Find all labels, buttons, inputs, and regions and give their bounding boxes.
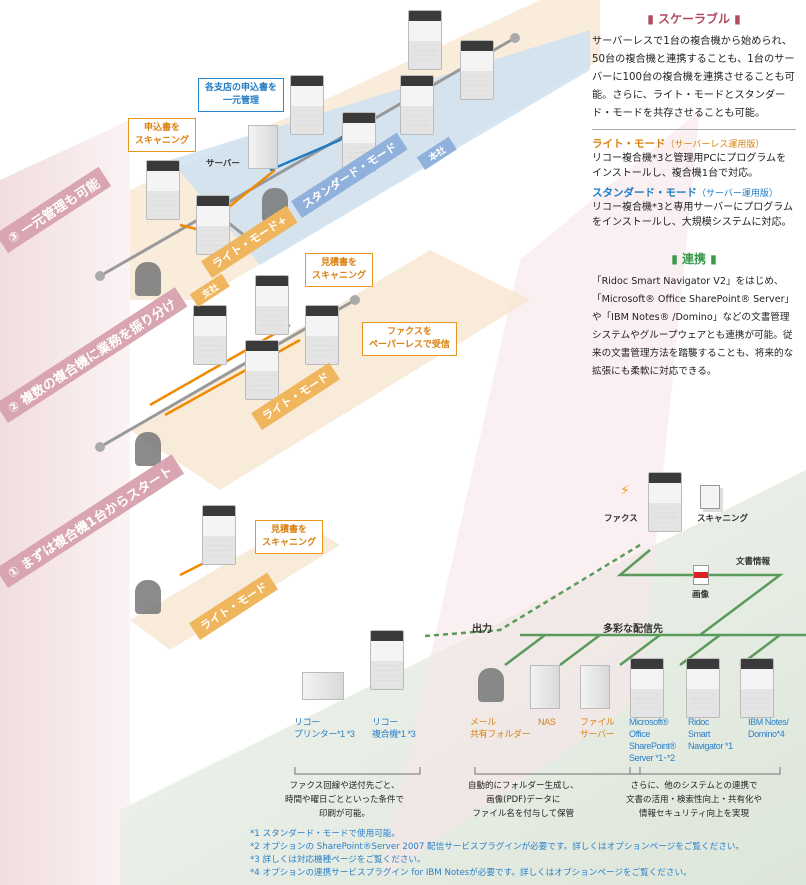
lite-mode-title-text: ライト・モード	[592, 138, 666, 150]
destination-description: ファクス回線や送付先ごと、 時間や曜日ごとといった条件で 印刷が可能。	[285, 781, 405, 819]
callout-scan-estimate-2: 見積書を スキャニング	[305, 253, 374, 287]
renkei-body: 「Ridoc Smart Navigator V2」をはじめ、「Microsof…	[592, 276, 795, 377]
lite-mode-body: リコー複合機*3と管理用PCにプログラムをインストールし、複合機1台で対応。	[592, 153, 787, 179]
callout-scan-application: 申込書を スキャニング	[128, 118, 197, 152]
renkei-section: ▮ 連携 ▮ 「Ridoc Smart Navigator V2」をはじめ、「M…	[592, 250, 796, 381]
lightning-icon: ⚡	[620, 483, 630, 499]
mfp-device-icon	[400, 75, 434, 135]
mfp-device-icon	[686, 658, 720, 718]
footnotes: *1 スタンダード・モードで使用可能。 *2 オプションの SharePoint…	[250, 828, 744, 880]
destination-label: メール 共有フォルダー	[470, 717, 531, 739]
callout-fax-paperless: ファクスを ペーパーレスで受信	[362, 322, 457, 356]
scalable-heading-text: スケーラブル	[657, 12, 730, 26]
divider	[592, 129, 796, 130]
mfp-device-icon	[370, 630, 404, 690]
renkei-heading-text: 連携	[681, 252, 706, 266]
server-icon	[248, 125, 278, 169]
user-at-pc-icon	[135, 432, 161, 466]
destination-label: ファイル サーバー	[580, 717, 615, 739]
mfp-device-icon	[630, 658, 664, 718]
server-label: サーバー	[206, 159, 240, 169]
mfp-device-icon	[255, 275, 289, 335]
destination-label: リコー 複合機*1 *3	[372, 717, 416, 739]
scalable-heading: ▮ スケーラブル ▮	[647, 12, 741, 26]
lite-mode-title: ライト・モード（サーバーレス運用版）	[592, 136, 796, 151]
mfp-device-icon	[146, 160, 180, 220]
mfp-device-icon	[305, 305, 339, 365]
destination-description: さらに、他のシステムとの連携で 文書の活用・検索性向上・共有化や 情報セキュリテ…	[626, 781, 763, 819]
mfp-device-icon	[648, 472, 682, 532]
mfp-device-icon	[202, 505, 236, 565]
image-label: 画像	[692, 590, 710, 600]
scalable-body: サーバーレスで1台の複合機から始められ、50台の複合機と連携することも、1台のサ…	[592, 36, 795, 119]
callout-scan-estimate-1: 見積書を スキャニング	[255, 520, 324, 554]
destinations-label: 多彩な配信先	[603, 624, 663, 635]
user-at-pc-icon	[135, 580, 161, 614]
mfp-device-icon	[460, 40, 494, 100]
mfp-device-icon	[290, 75, 324, 135]
renkei-heading: ▮ 連携 ▮	[671, 252, 717, 266]
footnote-2: *2 オプションの SharePoint®Server 2007 配信サービスプ…	[250, 842, 744, 852]
standard-mode-body: リコー複合機*3と専用サーバーにプログラムをインストールし、大規模システムに対応…	[592, 202, 793, 228]
destination-label: NAS	[538, 717, 556, 727]
callout-branch-manage: 各支店の申込書を 一元管理	[198, 78, 285, 112]
destination-label: Ridoc Smart Navigator *1	[688, 717, 733, 751]
mfp-device-icon	[740, 658, 774, 718]
scalable-section: ▮ スケーラブル ▮ サーバーレスで1台の複合機から始められ、50台の複合機と連…	[592, 10, 796, 230]
pdf-icon	[693, 565, 709, 585]
destination-label: Microsoft® Office SharePoint® Server *1･…	[629, 717, 676, 763]
mfp-device-icon	[245, 340, 279, 400]
standard-mode-title: スタンダード・モード（サーバー運用版）	[592, 185, 796, 200]
footnote-4: *4 オプションの連携サービスプラグイン for IBM Notesが必要です。…	[250, 868, 692, 878]
scanning-label: スキャニング	[697, 514, 749, 524]
lite-mode-subtitle: （サーバーレス運用版）	[665, 140, 765, 150]
mfp-device-icon	[193, 305, 227, 365]
footnote-1: *1 スタンダード・モードで使用可能。	[250, 829, 400, 839]
user-at-pc-icon	[478, 668, 504, 702]
document-stack-icon	[700, 485, 720, 509]
standard-mode-subtitle: （サーバー運用版）	[697, 189, 778, 199]
fax-label: ファクス	[604, 514, 638, 524]
destination-description: 自動的にフォルダー生成し、 画像(PDF)データに ファイル名を付与して保管	[468, 781, 579, 819]
user-at-pc-icon	[135, 262, 161, 296]
standard-mode-title-text: スタンダード・モード	[592, 187, 697, 199]
server-icon	[530, 665, 560, 709]
output-label: 出力	[472, 624, 492, 635]
server-icon	[580, 665, 610, 709]
destination-label: リコー プリンター*1 *3	[294, 717, 355, 739]
mfp-device-icon	[408, 10, 442, 70]
destination-label: IBM Notes/ Domino*4	[748, 717, 789, 739]
footnote-3: *3 詳しくは対応機種ページをご覧ください。	[250, 855, 426, 865]
printer-icon	[302, 672, 344, 700]
doc-info-label: 文書情報	[736, 557, 771, 567]
